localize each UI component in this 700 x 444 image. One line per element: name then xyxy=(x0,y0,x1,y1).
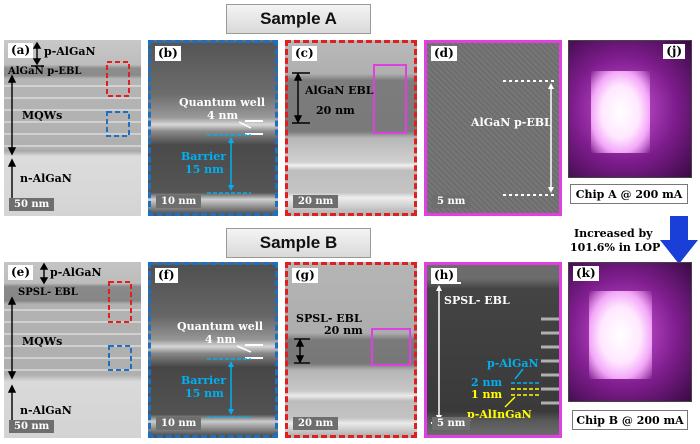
panel-f: (f) Quantum well 4 nm Barrier 15 nm 10 n… xyxy=(148,262,278,438)
panel-d-label: (d) xyxy=(431,46,457,61)
panel-h: (h) SPSL- EBL p-AlGaN 2 nm 1 nm p-AlInGa… xyxy=(424,262,562,438)
panel-a-scalebar: 50 nm xyxy=(9,198,55,211)
panel-e-scalebar: 50 nm xyxy=(9,420,55,433)
panel-b-barrier-line2: 15 nm xyxy=(185,163,224,176)
panel-g-overlay xyxy=(294,328,411,366)
sample-b-banner: Sample B xyxy=(226,228,371,258)
panel-h-scalebar: 5 nm xyxy=(432,417,471,430)
panel-b-qw-line2: 4 nm xyxy=(207,109,239,122)
panel-c-scalebar: 20 nm xyxy=(293,195,339,208)
panel-h-1nm: 1 nm xyxy=(471,388,503,401)
panel-b: (b) Quantum well 4 nm Barrier 15 nm 10 n… xyxy=(148,40,278,216)
panel-d-overlay xyxy=(503,80,555,196)
panel-a-n-algan: n-AlGaN xyxy=(20,172,72,185)
sample-a-title: Sample A xyxy=(260,9,337,28)
panel-c-ebl-line2: 20 nm xyxy=(316,104,355,117)
panel-g-scalebar: 20 nm xyxy=(293,417,339,430)
chip-b-glow xyxy=(588,290,652,379)
panel-d-scalebar: 5 nm xyxy=(432,195,471,208)
down-arrow-icon xyxy=(660,216,698,264)
increase-annotation-line2: 101.6% in LOP xyxy=(570,241,661,254)
chip-a-caption: Chip A @ 200 mA xyxy=(570,184,688,204)
chip-b-image: (k) xyxy=(568,262,692,402)
panel-k-label: (k) xyxy=(573,266,599,281)
panel-f-qw-line2: 4 nm xyxy=(205,333,237,346)
panel-b-label: (b) xyxy=(155,46,181,61)
chip-b-caption: Chip B @ 200 mA xyxy=(572,410,688,430)
panel-b-overlay xyxy=(207,120,263,194)
panel-e-mqws: MQWs xyxy=(22,335,63,348)
panel-e-p-algan: p-AlGaN xyxy=(50,266,102,279)
panel-h-2nm: 2 nm xyxy=(471,376,503,389)
panel-e-label: (e) xyxy=(8,265,33,280)
panel-e-n-algan: n-AlGaN xyxy=(20,404,72,417)
panel-e-ebl: SPSL- EBL xyxy=(18,287,78,298)
panel-g-ebl-line1: SPSL- EBL xyxy=(296,312,362,325)
sample-b-title: Sample B xyxy=(259,233,338,252)
panel-a-ebl: AlGaN p-EBL xyxy=(8,66,82,77)
panel-h-label: (h) xyxy=(431,268,458,283)
panel-h-p-alingan: p-AlInGaN xyxy=(467,408,532,421)
panel-g: (g) SPSL- EBL 20 nm 20 nm xyxy=(285,262,417,438)
chip-b-caption-text: Chip B @ 200 mA xyxy=(576,413,684,427)
panel-f-overlay xyxy=(207,344,263,418)
panel-g-ebl-line2: 20 nm xyxy=(324,324,363,337)
panel-f-barrier-line2: 15 nm xyxy=(185,387,224,400)
panel-j-label: (j) xyxy=(663,44,685,59)
panel-h-p-algan: p-AlGaN xyxy=(487,357,539,370)
chip-a-caption-text: Chip A @ 200 mA xyxy=(575,187,683,201)
panel-b-qw-line1: Quantum well xyxy=(179,96,266,109)
panel-f-barrier-line1: Barrier xyxy=(181,374,226,387)
panel-c-ebl-line1: AlGaN EBL xyxy=(305,84,374,97)
panel-a-p-algan: p-AlGaN xyxy=(44,45,96,58)
panel-f-label: (f) xyxy=(155,268,178,283)
panel-c-label: (c) xyxy=(292,46,317,61)
panel-e-overlay xyxy=(4,262,141,432)
sample-a-banner: Sample A xyxy=(226,4,371,34)
panel-b-barrier-line1: Barrier xyxy=(181,150,226,163)
panel-g-label: (g) xyxy=(292,268,318,283)
panel-a-mqws: MQWs xyxy=(22,109,63,122)
panel-a-overlay xyxy=(4,41,141,208)
panel-e: (e) p-AlGaN SPSL- EBL MQWs n-AlGaN 50 nm xyxy=(4,262,141,438)
panel-f-qw-line1: Quantum well xyxy=(177,320,264,333)
panel-a: (a) p-AlGaN AlGaN p-EBL MQWs n-AlGaN 50 … xyxy=(4,40,141,216)
increase-annotation-line1: Increased by xyxy=(574,227,653,240)
panel-c-overlay xyxy=(292,64,407,134)
panel-d: (d) AlGaN p-EBL 5 nm xyxy=(424,40,562,216)
chip-a-glow xyxy=(590,70,650,153)
panel-a-label: (a) xyxy=(8,43,34,58)
panel-h-ebl: SPSL- EBL xyxy=(444,294,510,307)
panel-b-scalebar: 10 nm xyxy=(156,195,202,208)
chip-a-image: (j) xyxy=(568,40,692,178)
panel-f-scalebar: 10 nm xyxy=(156,417,202,430)
panel-c: (c) AlGaN EBL 20 nm 20 nm xyxy=(285,40,417,216)
panel-d-ebl: AlGaN p-EBL xyxy=(471,116,552,129)
